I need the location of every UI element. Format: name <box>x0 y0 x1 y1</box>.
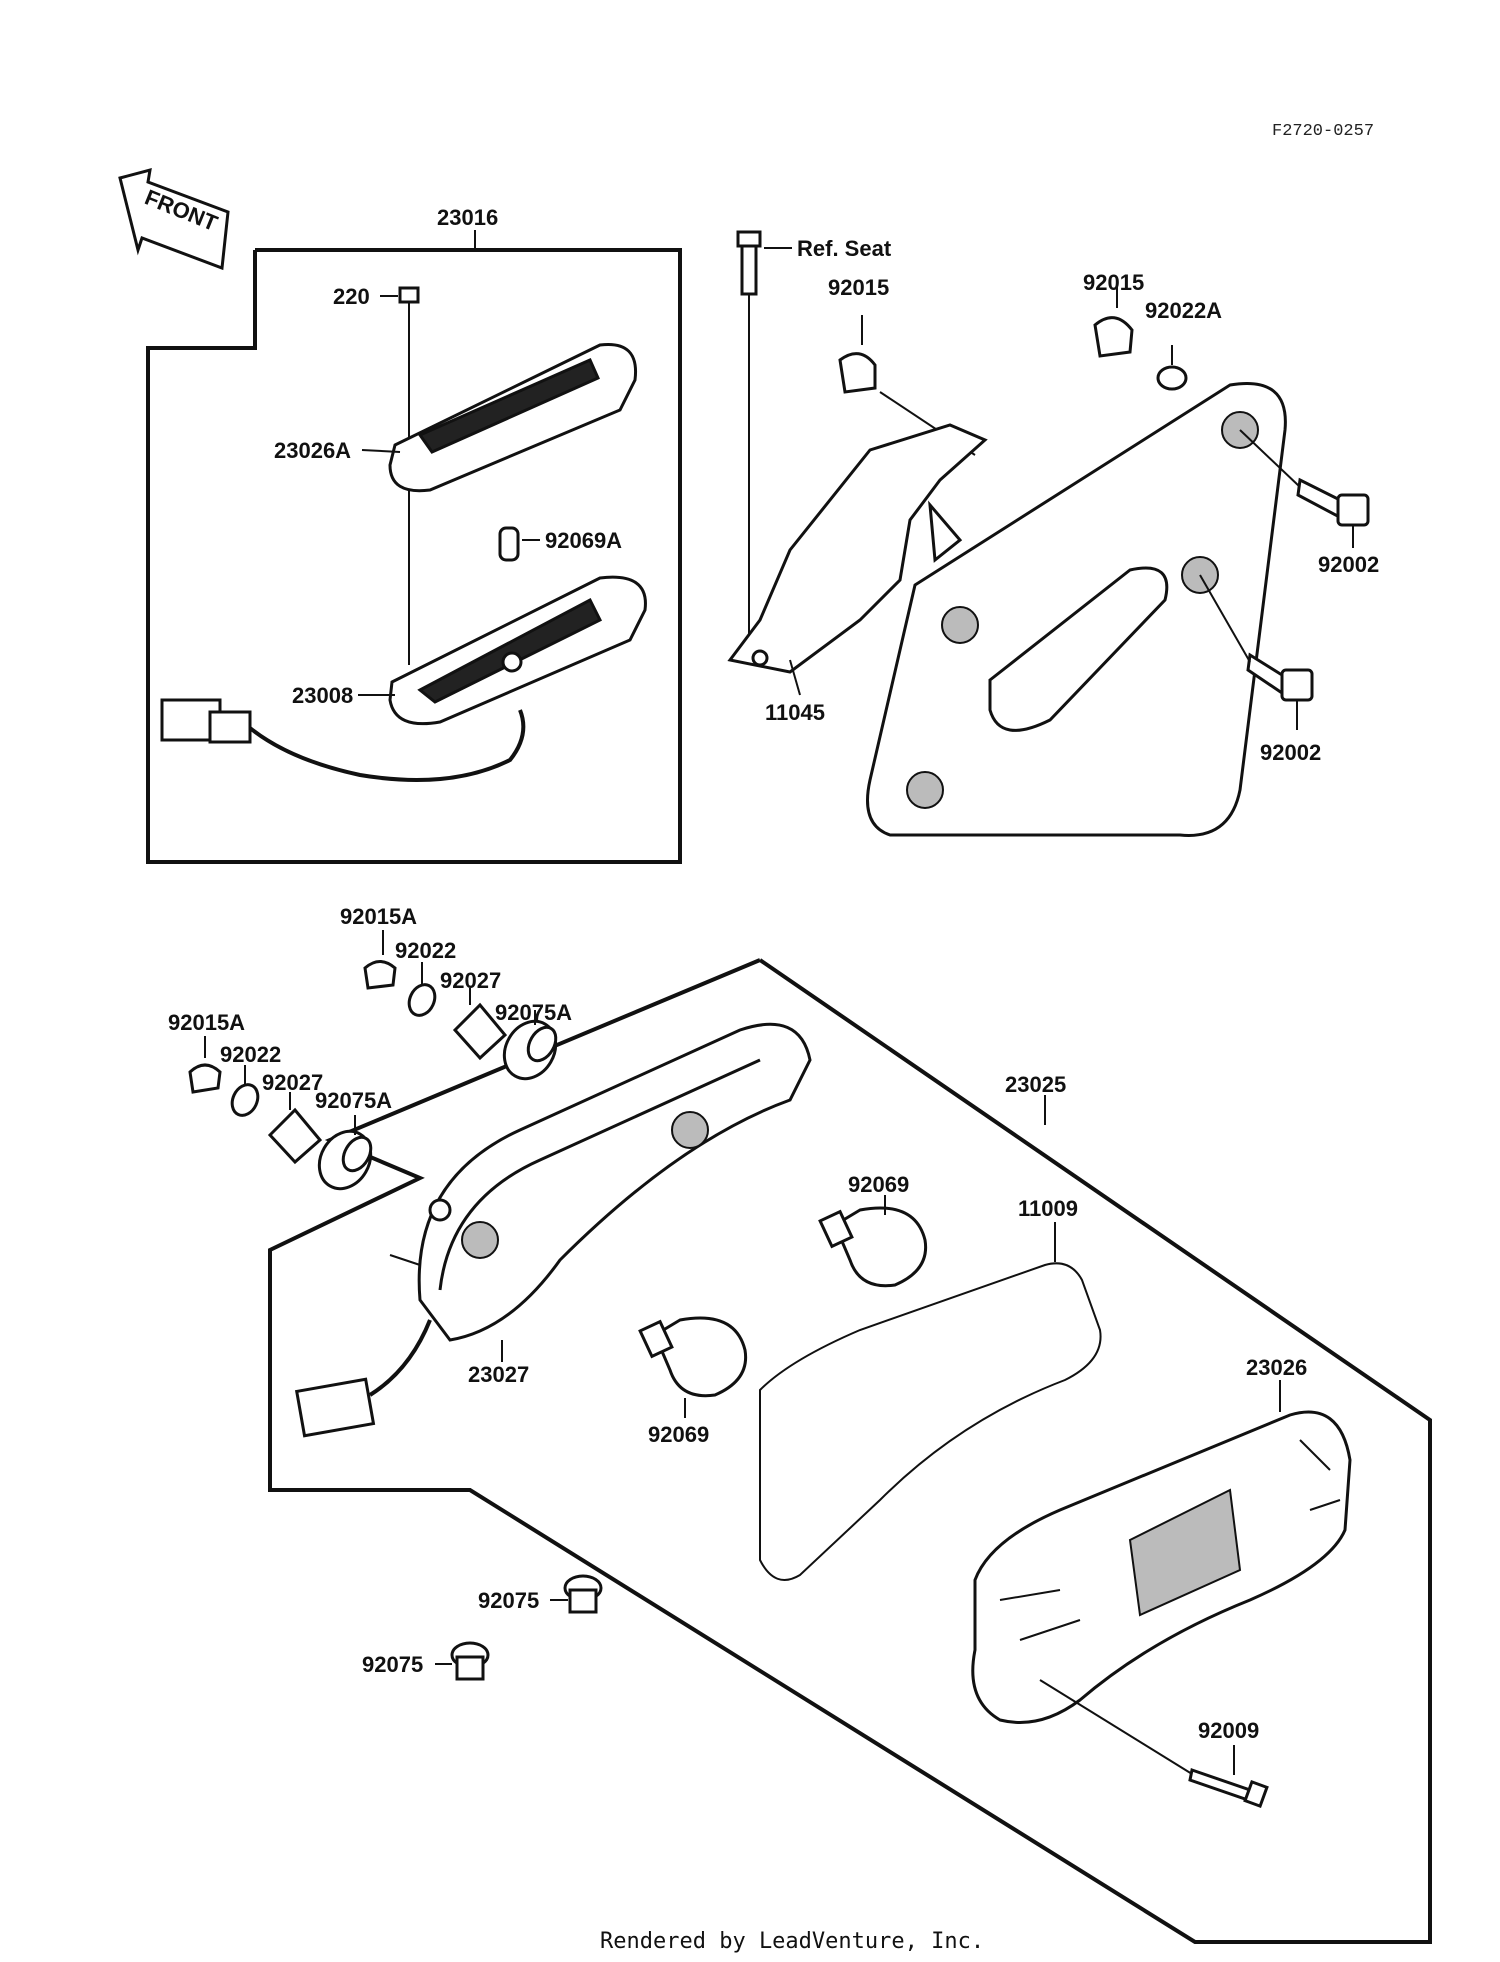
nut-92015-a <box>838 352 877 394</box>
bolt-ref-seat <box>736 230 762 296</box>
label-92015A-a: 92015A <box>340 904 417 929</box>
label-92069A: 92069A <box>545 528 622 553</box>
bolt-92002-b <box>1246 652 1314 702</box>
washer-92022A <box>1156 365 1188 391</box>
housing-23027 <box>389 1022 812 1342</box>
assembly-box-23025 <box>268 958 1432 1944</box>
label-92015-top: 92015 <box>828 275 889 300</box>
label-92069-bottom: 92069 <box>648 1422 709 1447</box>
label-92009: 92009 <box>1198 1718 1259 1743</box>
label-92075A-b: 92075A <box>315 1088 392 1113</box>
label-11045: 11045 <box>765 700 825 725</box>
label-23016: 23016 <box>437 205 498 230</box>
label-92002-top: 92002 <box>1318 552 1379 577</box>
collar-92027-a <box>452 1002 508 1061</box>
label-23026A: 23026A <box>274 438 351 463</box>
label-92022A: 92022A <box>1145 298 1222 323</box>
label-92075A-a: 92075A <box>495 1000 572 1025</box>
lens-23026A <box>388 342 638 493</box>
grommet-92075-a <box>563 1574 603 1614</box>
label-92022-b: 92022 <box>220 1042 281 1067</box>
housing-23008 <box>388 575 647 726</box>
washer-92022-b <box>230 1083 260 1117</box>
lens-23026 <box>971 1410 1352 1724</box>
label-92069-top: 92069 <box>848 1172 909 1197</box>
nut-92015A-b <box>188 1063 222 1094</box>
label-92015-right: 92015 <box>1083 270 1144 295</box>
label-92015A-b: 92015A <box>168 1010 245 1035</box>
ref-seat-label: Ref. Seat <box>797 236 892 261</box>
label-92075-a: 92075 <box>478 1588 539 1613</box>
connector-23016 <box>160 698 526 782</box>
label-23025: 23025 <box>1005 1072 1066 1097</box>
screw-220 <box>398 286 420 330</box>
label-23027: 23027 <box>468 1362 529 1387</box>
diagram-code: F2720-0257 <box>1272 122 1374 141</box>
bulb-92069A <box>498 526 520 562</box>
grommet-92075A-a <box>502 1019 558 1081</box>
label-92027-a: 92027 <box>440 968 501 993</box>
label-23026: 23026 <box>1246 1355 1307 1380</box>
license-plate-frame <box>866 382 1287 837</box>
grommet-92075A-b <box>317 1129 373 1191</box>
gasket-11009 <box>759 1262 1102 1581</box>
label-92075-b: 92075 <box>362 1652 423 1677</box>
washer-92022-a <box>407 983 437 1017</box>
assembly-box-23016 <box>146 248 682 864</box>
bulb-92069-top <box>818 1206 928 1288</box>
label-11009: 11009 <box>1018 1196 1078 1221</box>
bolt-92002-a <box>1296 477 1370 527</box>
bulb-92069-bottom <box>638 1316 748 1398</box>
grommet-92075-b <box>450 1641 490 1681</box>
nut-92015A-a <box>363 960 397 990</box>
nut-92015-b <box>1093 316 1134 358</box>
label-92002-bottom: 92002 <box>1260 740 1321 765</box>
label-92027-b: 92027 <box>262 1070 323 1095</box>
bracket-11045 <box>727 423 988 674</box>
footer-credit: Rendered by LeadVenture, Inc. <box>600 1929 984 1954</box>
screw-92009 <box>1188 1768 1269 1809</box>
label-23008: 23008 <box>292 683 353 708</box>
collar-92027-b <box>267 1107 323 1165</box>
front-arrow-icon: FRONT <box>118 167 230 271</box>
label-220: 220 <box>333 284 370 309</box>
connector-23027 <box>294 1319 432 1438</box>
label-92022-a: 92022 <box>395 938 456 963</box>
